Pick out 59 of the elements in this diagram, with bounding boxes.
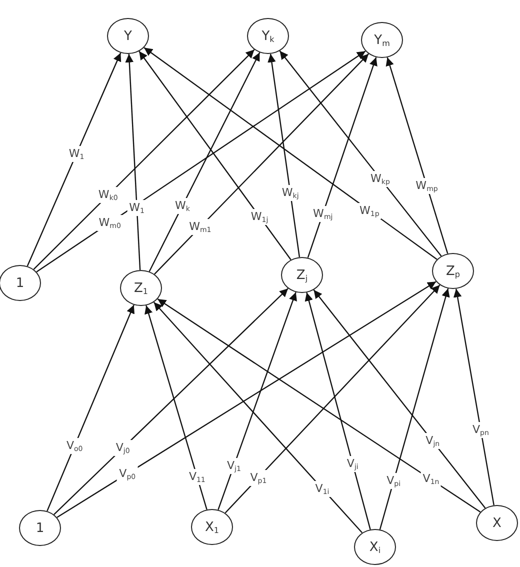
- neuron-circle: X$_{i}$: [354, 529, 396, 565]
- arrow: [379, 288, 450, 530]
- weight-label: V$_{o0}$: [64, 438, 85, 454]
- weight-label: W$_{1}$: [66, 146, 86, 162]
- weight-label: W$_{kj}$: [280, 184, 301, 201]
- weight-label: W$_{mj}$: [311, 206, 335, 222]
- weight-label: W$_{m1}$: [187, 219, 214, 236]
- neuron-circle: Z$_{j}$: [281, 257, 323, 293]
- weight-label: V$_{1n}$: [420, 471, 442, 488]
- arrow: [125, 54, 141, 270]
- weight-label: V$_{11}$: [186, 469, 208, 486]
- arrow: [144, 47, 438, 260]
- arrow: [268, 54, 300, 258]
- weight-label: V$_{1i}$: [313, 480, 332, 497]
- weight-label: V$_{ji}$: [344, 456, 360, 472]
- neuron-circle: X$_{1}$: [191, 509, 233, 545]
- arrow: [46, 304, 134, 512]
- neuron-circle: Y: [107, 18, 149, 54]
- arrow: [224, 284, 440, 514]
- arrow: [153, 302, 363, 534]
- neuron-circle: X: [476, 505, 518, 541]
- arrow: [307, 57, 378, 258]
- weight-label: V$_{j0}$: [114, 440, 132, 456]
- weight-label: V$_{jn}$: [424, 433, 442, 450]
- neuron-circle: 1: [19, 510, 61, 546]
- weight-label: V$_{pn}$: [470, 422, 491, 438]
- weight-label: W$_{mp}$: [414, 178, 440, 194]
- neuron-circle: Z$_{p}$: [432, 253, 474, 289]
- weight-label: W$_{m0}$: [96, 214, 123, 231]
- neuron-circle: Y$_{m}$: [361, 22, 403, 58]
- arrow: [157, 298, 481, 513]
- neuron-circle: Y$_{k}$: [247, 18, 289, 54]
- arrow: [453, 288, 494, 506]
- arrow: [386, 57, 448, 254]
- arrow: [279, 50, 442, 256]
- neuron-circle: Z$_{1}$: [120, 270, 162, 306]
- arrow: [26, 52, 122, 266]
- arrow: [36, 50, 366, 272]
- arrow: [33, 49, 255, 270]
- arrow: [148, 52, 260, 272]
- weight-label: V$_{p0}$: [117, 466, 138, 482]
- weight-label: V$_{pi}$: [384, 473, 403, 490]
- arrow: [138, 50, 292, 260]
- arrow: [54, 288, 288, 515]
- arrow: [154, 53, 369, 275]
- weight-label: W$_{k}$: [172, 198, 192, 214]
- arrow: [56, 281, 436, 518]
- weight-label: W$_{k0}$: [96, 187, 120, 204]
- weight-label: W$_{kp}$: [368, 170, 392, 187]
- arrow: [144, 305, 208, 510]
- neuron-circle: 1: [0, 265, 41, 301]
- weight-label: V$_{j1}$: [224, 458, 243, 474]
- weight-label: W$_{1}$: [127, 200, 147, 216]
- arrow: [304, 292, 371, 530]
- weight-label: V$_{p1}$: [248, 470, 269, 486]
- weight-label: W$_{1p}$: [358, 202, 382, 219]
- weight-label: W$_{1j}$: [248, 208, 270, 225]
- arrow: [313, 290, 486, 508]
- arrow: [218, 292, 297, 510]
